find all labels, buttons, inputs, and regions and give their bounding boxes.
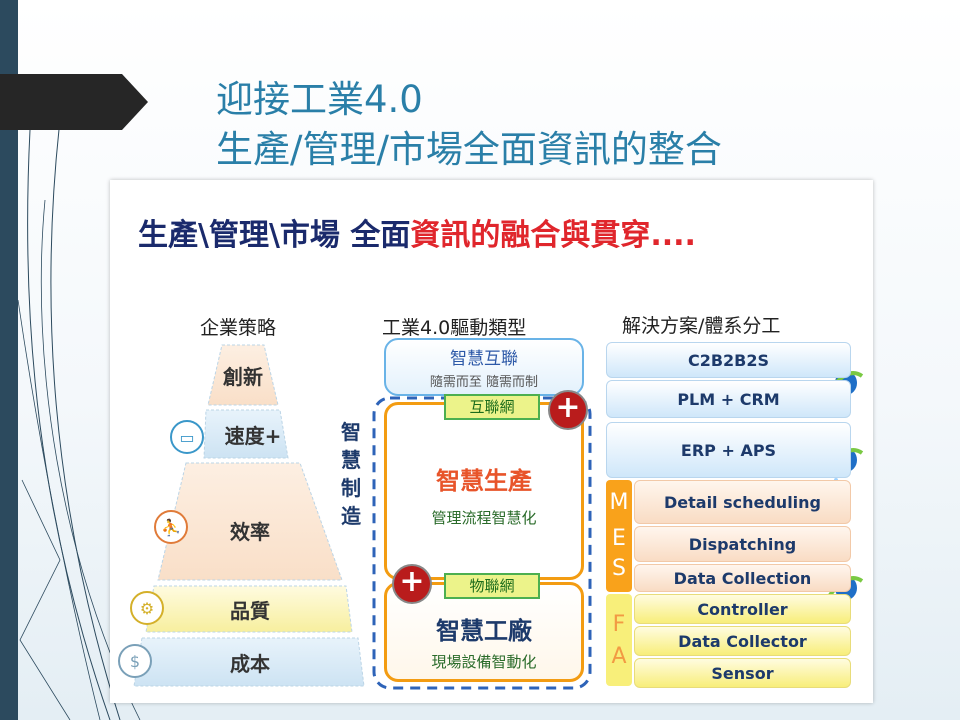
left-accent-bar	[0, 0, 18, 720]
smart-production-title: 智慧生產	[436, 467, 532, 495]
slide-title-line2: 生產/管理/市場全面資訊的整合	[216, 128, 722, 171]
vertical-char-1: 智	[341, 420, 361, 444]
fa-controller: Controller	[634, 594, 851, 624]
fa-letter-f: F	[612, 612, 626, 637]
slide-title-line1: 迎接工業4.0	[216, 78, 423, 121]
pyramid-level-innovation	[207, 344, 279, 406]
solution-erp-aps: ERP + APS	[606, 422, 851, 478]
smart-manufacturing-vertical-label: 智 慧 制 造	[336, 418, 366, 530]
mes-letter-m: M	[609, 490, 629, 515]
headline-blue: 生產\管理\市場 全面	[138, 218, 411, 253]
solutions-heading: 解決方案/體系分工	[622, 315, 781, 337]
smart-factory-subtitle: 現場設備智動化	[431, 653, 537, 671]
solution-c2b2b2s: C2B2B2S	[606, 342, 851, 378]
smart-factory-title: 智慧工廠	[436, 617, 532, 645]
level-label-cost: 成本	[230, 651, 270, 676]
figure-panel: 生產\管理\市場 全面資訊的融合與貫穿.... 企業策略 工業4.0驅動類型 解…	[110, 180, 873, 703]
plus-icon-top: +	[548, 390, 588, 430]
mes-label-bar	[606, 480, 632, 592]
title-arrow-shape	[0, 74, 148, 130]
iot-tag: 物聯網	[444, 573, 540, 599]
money-icon: $	[118, 644, 152, 678]
smart-interconnect-title: 智慧互聯	[450, 349, 518, 369]
smart-interconnect-box: 智慧互聯 隨需而至 隨需而制	[384, 338, 584, 396]
fa-letter-a: A	[611, 644, 627, 669]
fa-sensor: Sensor	[634, 658, 851, 688]
fa-label-bar	[606, 594, 632, 686]
smart-interconnect-subtitle: 隨需而至 隨需而制	[429, 375, 539, 390]
vertical-char-2: 慧	[341, 448, 361, 472]
mes-dispatching: Dispatching	[634, 526, 851, 562]
level-label-speed: 速度+	[224, 423, 282, 448]
smart-production-box: 智慧生產 管理流程智慧化	[384, 402, 584, 580]
level-label-quality: 品質	[230, 598, 270, 623]
mes-data-collection: Data Collection	[634, 564, 851, 592]
solution-plm-crm: PLM + CRM	[606, 380, 851, 418]
strategy-heading: 企業策略	[200, 317, 277, 339]
mes-letter-s: S	[612, 556, 626, 581]
level-label-innovation: 創新	[223, 364, 263, 389]
plus-icon-bottom: +	[392, 564, 432, 604]
vertical-char-3: 制	[341, 476, 361, 500]
internet-tag: 互聯網	[444, 394, 540, 420]
vertical-char-4: 造	[341, 504, 361, 528]
fa-data-collector: Data Collector	[634, 626, 851, 656]
figure-headline: 生產\管理\市場 全面資訊的融合與貫穿....	[138, 210, 696, 254]
mes-detail-scheduling: Detail scheduling	[634, 480, 851, 524]
smart-production-subtitle: 管理流程智慧化	[431, 509, 537, 527]
pyramid-level-speed	[203, 409, 289, 459]
gears-icon: ⚙	[130, 591, 164, 625]
decorative-lines	[17, 119, 141, 720]
level-label-efficiency: 效率	[230, 519, 270, 544]
headline-red: 資訊的融合與貫穿....	[410, 218, 696, 253]
mes-letter-e: E	[612, 526, 626, 551]
runner-icon: ⛹	[154, 510, 188, 544]
pyramid-level-quality	[145, 585, 353, 633]
monitor-icon: ▭	[170, 420, 204, 454]
drivers-heading: 工業4.0驅動類型	[382, 317, 527, 339]
